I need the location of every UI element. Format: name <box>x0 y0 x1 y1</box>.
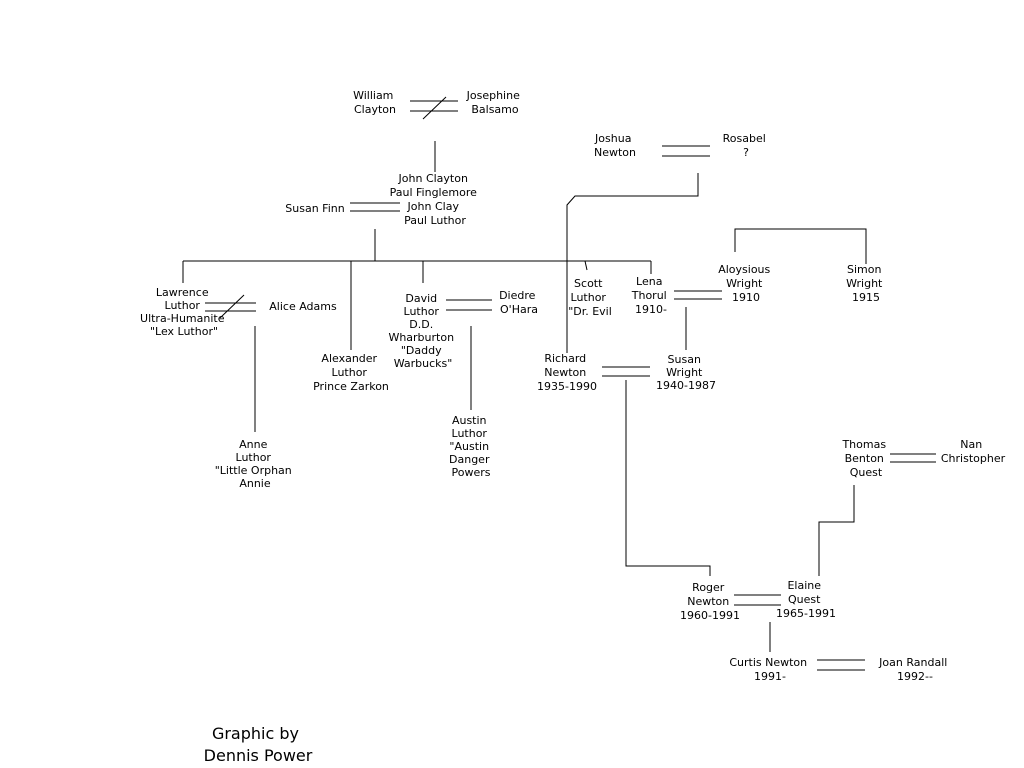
person-aloysious-wright: Aloysious Wright 1910 <box>718 263 774 304</box>
descent-line-elaine <box>818 485 855 576</box>
connector-lines <box>182 96 936 671</box>
person-susan-wright: Susan Wright 1940-1987 <box>656 353 716 392</box>
descent-line-richard-newton <box>566 173 699 353</box>
divorce-slash-lawrence-alice <box>219 294 245 319</box>
person-alice-adams: Alice Adams <box>269 300 337 313</box>
sibling-drop-scott <box>584 260 588 271</box>
person-rosabel: Rosabel ? <box>723 132 770 159</box>
person-william-clayton: William Clayton <box>353 89 397 116</box>
person-joan-randall: Joan Randall 1992-- <box>878 656 951 683</box>
person-alexander-luthor: Alexander Luthor Prince Zarkon <box>313 352 389 393</box>
sibling-bar-wright <box>734 228 867 264</box>
descent-line-roger <box>625 380 711 576</box>
person-elaine-quest: Elaine Quest 1965-1991 <box>776 579 836 620</box>
person-roger-newton: Roger Newton 1960-1991 <box>680 581 740 622</box>
person-austin-luthor: Austin Luthor "Austin Danger Powers <box>449 414 493 479</box>
person-josephine-balsamo: Josephine Balsamo <box>466 89 524 116</box>
person-scott-luthor: Scott Luthor "Dr. Evil <box>568 277 612 318</box>
person-anne-luthor: Anne Luthor "Little Orphan Annie <box>215 438 296 490</box>
person-nan-christopher: Nan Christopher <box>941 438 1006 465</box>
graphic-credit: Graphic by Dennis Power <box>204 724 313 765</box>
person-curtis-newton: Curtis Newton 1991- <box>729 656 810 683</box>
person-thomas-benton-quest: Thomas Benton Quest <box>841 438 889 479</box>
person-lawrence-luthor: Lawrence Luthor Ultra-Humanite "Lex Luth… <box>140 286 228 338</box>
person-richard-newton: Richard Newton 1935-1990 <box>537 352 597 393</box>
person-john-clayton: John Clayton Paul Finglemore John Clay P… <box>390 172 481 227</box>
person-diedre-ohara: Diedre O'Hara <box>499 289 539 316</box>
person-susan-finn: Susan Finn <box>285 202 344 215</box>
person-lena-thorul: Lena Thorul 1910- <box>631 275 670 316</box>
person-david-luthor: David Luthor D.D. Wharburton "Daddy Warb… <box>388 292 457 370</box>
divorce-slash-william-josephine <box>422 96 447 120</box>
person-labels: William Clayton Josephine Balsamo Joshua… <box>140 89 1006 683</box>
person-joshua-newton: Joshua Newton <box>594 132 636 159</box>
person-simon-wright: Simon Wright 1915 <box>846 263 886 304</box>
